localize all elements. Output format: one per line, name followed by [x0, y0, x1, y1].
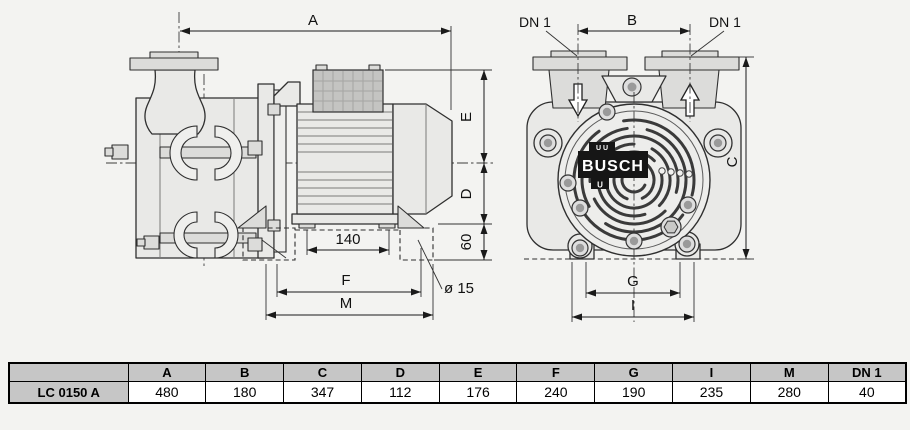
flow-out-arrow-icon [679, 82, 701, 117]
terminal-box-texture [314, 71, 382, 111]
plate-bolt [267, 103, 281, 116]
dim-140: 140 [306, 230, 390, 255]
logo-mark-bottom: U [597, 181, 603, 190]
dim-m: M [265, 264, 434, 320]
value-cell: 240 [516, 381, 596, 404]
inlet-flange-face [550, 50, 607, 58]
dim-60-label: 60 [458, 234, 475, 251]
technical-drawing: A E D 60 140 F [104, 12, 754, 322]
value-cell: 190 [594, 381, 674, 404]
upper-clamp [104, 125, 263, 181]
flow-in-arrow-icon [567, 83, 589, 118]
inlet-flange [532, 56, 628, 71]
dim-b-label: B [627, 12, 637, 29]
dn1-right-label: DN 1 [709, 14, 741, 30]
col-header: G [594, 362, 674, 382]
dim-m-label: M [340, 295, 353, 312]
dim-a: A [180, 12, 452, 110]
dim-e-d-60: E D 60 [385, 69, 492, 261]
col-header: E [438, 362, 518, 382]
box-bolt [368, 64, 381, 71]
motor [291, 64, 453, 229]
cover-holes [658, 167, 693, 178]
value-cell: 40 [827, 381, 907, 404]
col-header: D [360, 362, 440, 382]
col-header: I [672, 362, 751, 382]
baseplate-foot-dashed [399, 227, 434, 261]
col-header: M [749, 362, 829, 382]
col-header: B [205, 362, 285, 382]
plate-bolt [267, 219, 281, 232]
value-cell: 280 [749, 381, 829, 404]
motor-foot [378, 223, 396, 229]
table-value-row: LC 0150 A 480 180 347 112 176 240 190 23… [8, 381, 907, 404]
cover-bolts [539, 103, 727, 257]
dn1-left: DN 1 [519, 14, 578, 57]
row-header: LC 0150 A [8, 381, 129, 404]
motor-foot [298, 223, 316, 229]
value-cell: 480 [127, 381, 207, 404]
hole-callout-label: ø 15 [444, 280, 474, 297]
suction-flange [129, 57, 219, 71]
outlet-flange [644, 56, 740, 71]
baseplate-foot-dashed [242, 227, 296, 261]
dim-f: F [276, 248, 422, 297]
front-view: U U BUSCH U B DN 1 DN 1 C [519, 12, 754, 322]
hex-bolt [247, 140, 263, 156]
dim-g: G [585, 262, 681, 298]
col-header: F [516, 362, 596, 382]
hex-bolt [143, 235, 160, 250]
suction-flange-face [149, 51, 199, 59]
table-corner-cell [8, 362, 129, 382]
motor-end-bell [392, 103, 453, 215]
logo-mark-top: U U [596, 145, 608, 152]
col-header: A [127, 362, 207, 382]
dimension-drawing-svg: A E D 60 140 F [104, 12, 754, 322]
box-bolt [315, 64, 328, 71]
value-cell: 180 [205, 381, 285, 404]
brand-label: BUSCH [582, 158, 644, 175]
dim-140-label: 140 [335, 231, 360, 248]
col-header: DN 1 [827, 362, 907, 382]
dim-e-label: E [458, 112, 475, 122]
dimension-table: A B C D E F G I M DN 1 LC 0150 A 480 180… [8, 362, 907, 404]
hole-callout: ø 15 [417, 239, 474, 297]
value-cell: 347 [283, 381, 362, 404]
dim-d-label: D [458, 188, 475, 199]
value-cell: 112 [360, 381, 440, 404]
dim-i: I [571, 262, 695, 322]
hex-bolt [111, 144, 129, 160]
value-cell: 176 [438, 381, 518, 404]
motor-base [291, 213, 399, 225]
col-header: C [283, 362, 362, 382]
dim-b: B [577, 12, 691, 122]
hex-bolt [247, 237, 263, 252]
dim-c: C [724, 56, 754, 260]
dim-f-label: F [341, 272, 350, 289]
side-view: A E D 60 140 F [104, 12, 494, 320]
lower-clamp [136, 211, 263, 259]
adapter-bracket [273, 81, 301, 107]
dim-a-label: A [308, 12, 318, 29]
dim-i-label: I [631, 297, 635, 314]
dn1-right: DN 1 [690, 14, 741, 57]
suction-funnel [144, 69, 206, 135]
value-cell: 235 [672, 381, 751, 404]
dim-g-label: G [627, 273, 639, 290]
busch-logo: U U BUSCH U [578, 142, 648, 190]
dn1-left-label: DN 1 [519, 14, 551, 30]
table-header-row: A B C D E F G I M DN 1 [8, 362, 907, 382]
dim-c-label: C [724, 156, 741, 167]
